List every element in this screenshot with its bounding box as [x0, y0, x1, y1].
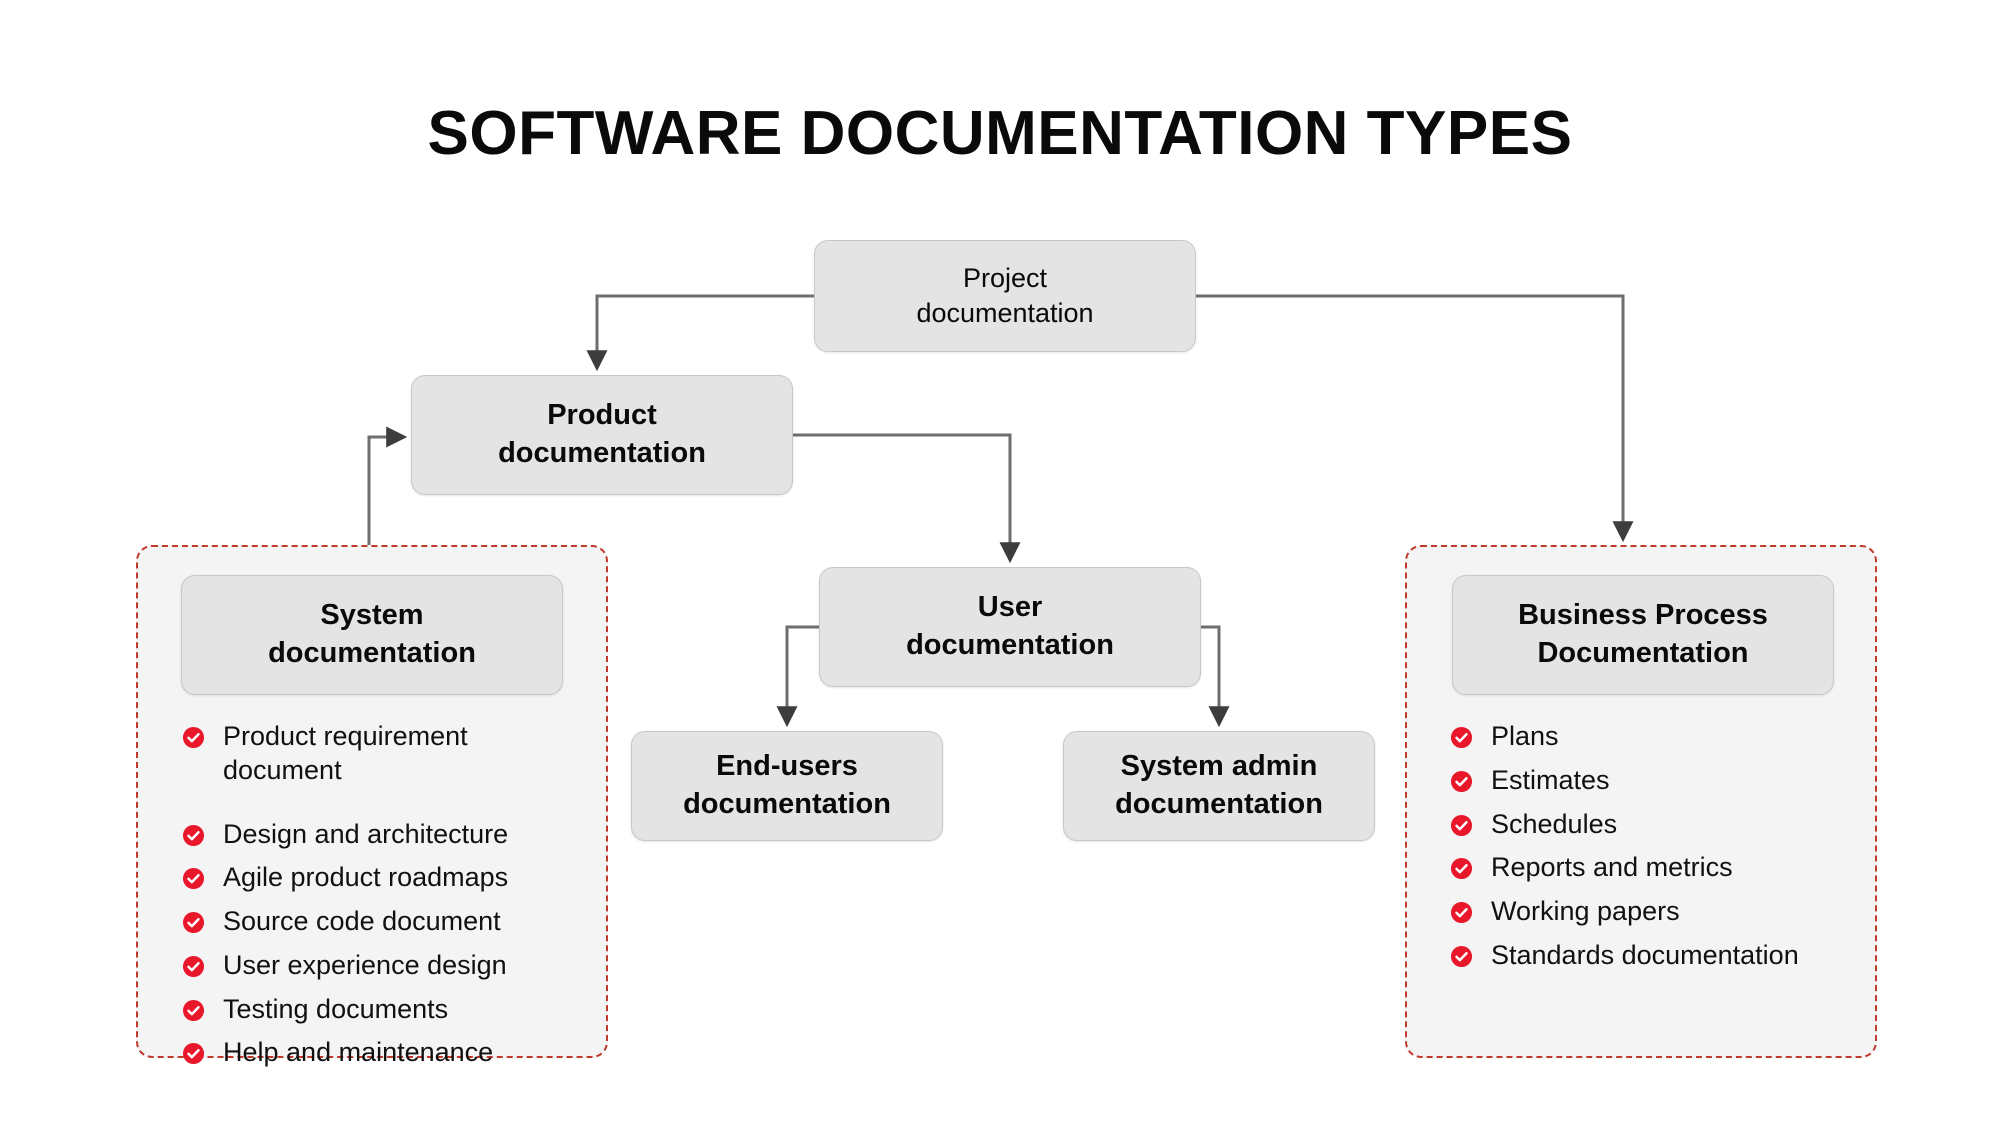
edge-user-to-sysadmin [1201, 625, 1230, 728]
list-item-label: Help and maintenance [223, 1037, 494, 1068]
list-item-label: Design and architecture [223, 818, 509, 849]
list-item: Working papers [1450, 895, 1860, 929]
list-item: Estimates [1450, 764, 1860, 798]
list-item-label: Schedules [1491, 808, 1618, 839]
list-item-label: Working papers [1491, 896, 1680, 926]
check-circle-icon [1450, 945, 1473, 968]
edge-user-to-endusers [776, 625, 819, 728]
list-item-label: Testing documents [223, 993, 449, 1024]
check-circle-icon [1450, 814, 1473, 837]
check-circle-icon [1450, 901, 1473, 924]
list-item-label: Standards documentation [1491, 939, 1799, 970]
edge-project-to-product [586, 294, 814, 372]
check-circle-icon [182, 824, 205, 847]
check-circle-icon [182, 867, 205, 890]
edge-system-to-product [367, 426, 408, 545]
list-item-label: Reports and metrics [1491, 852, 1733, 883]
check-circle-icon [1450, 770, 1473, 793]
list-item: User experience design [182, 949, 592, 983]
edge-project-to-business [1196, 294, 1634, 543]
list-item: Product requirement document [182, 720, 592, 788]
list-item: Source code document [182, 905, 592, 939]
list-item: Design and architecture [182, 818, 592, 852]
check-circle-icon [1450, 857, 1473, 880]
list-item: Plans [1450, 720, 1860, 754]
system-documentation-list: Product requirement document Design and … [182, 720, 592, 1080]
check-circle-icon [182, 726, 205, 749]
check-circle-icon [182, 911, 205, 934]
list-item-label: Source code document [223, 906, 501, 936]
list-item: Agile product roadmaps [182, 861, 592, 895]
list-item-label: Product requirement document [223, 721, 468, 785]
list-item: Testing documents [182, 993, 592, 1027]
page-title: SOFTWARE DOCUMENTATION TYPES [427, 99, 1573, 168]
list-item-label: Estimates [1491, 764, 1610, 795]
list-item: Schedules [1450, 808, 1860, 842]
check-circle-icon [182, 1042, 205, 1065]
check-circle-icon [182, 955, 205, 978]
list-item: Help and maintenance [182, 1036, 592, 1070]
list-item-label: Agile product roadmaps [223, 862, 509, 893]
check-circle-icon [182, 999, 205, 1022]
list-item-label: User experience design [223, 949, 507, 980]
list-item: Reports and metrics [1450, 851, 1860, 885]
list-item: Standards documentation [1450, 939, 1860, 973]
check-circle-icon [1450, 726, 1473, 749]
business-process-documentation-list: Plans Estimates Schedules Reports and me… [1450, 720, 1860, 983]
edge-product-to-user [793, 433, 1021, 564]
list-item-label: Plans [1491, 721, 1559, 751]
